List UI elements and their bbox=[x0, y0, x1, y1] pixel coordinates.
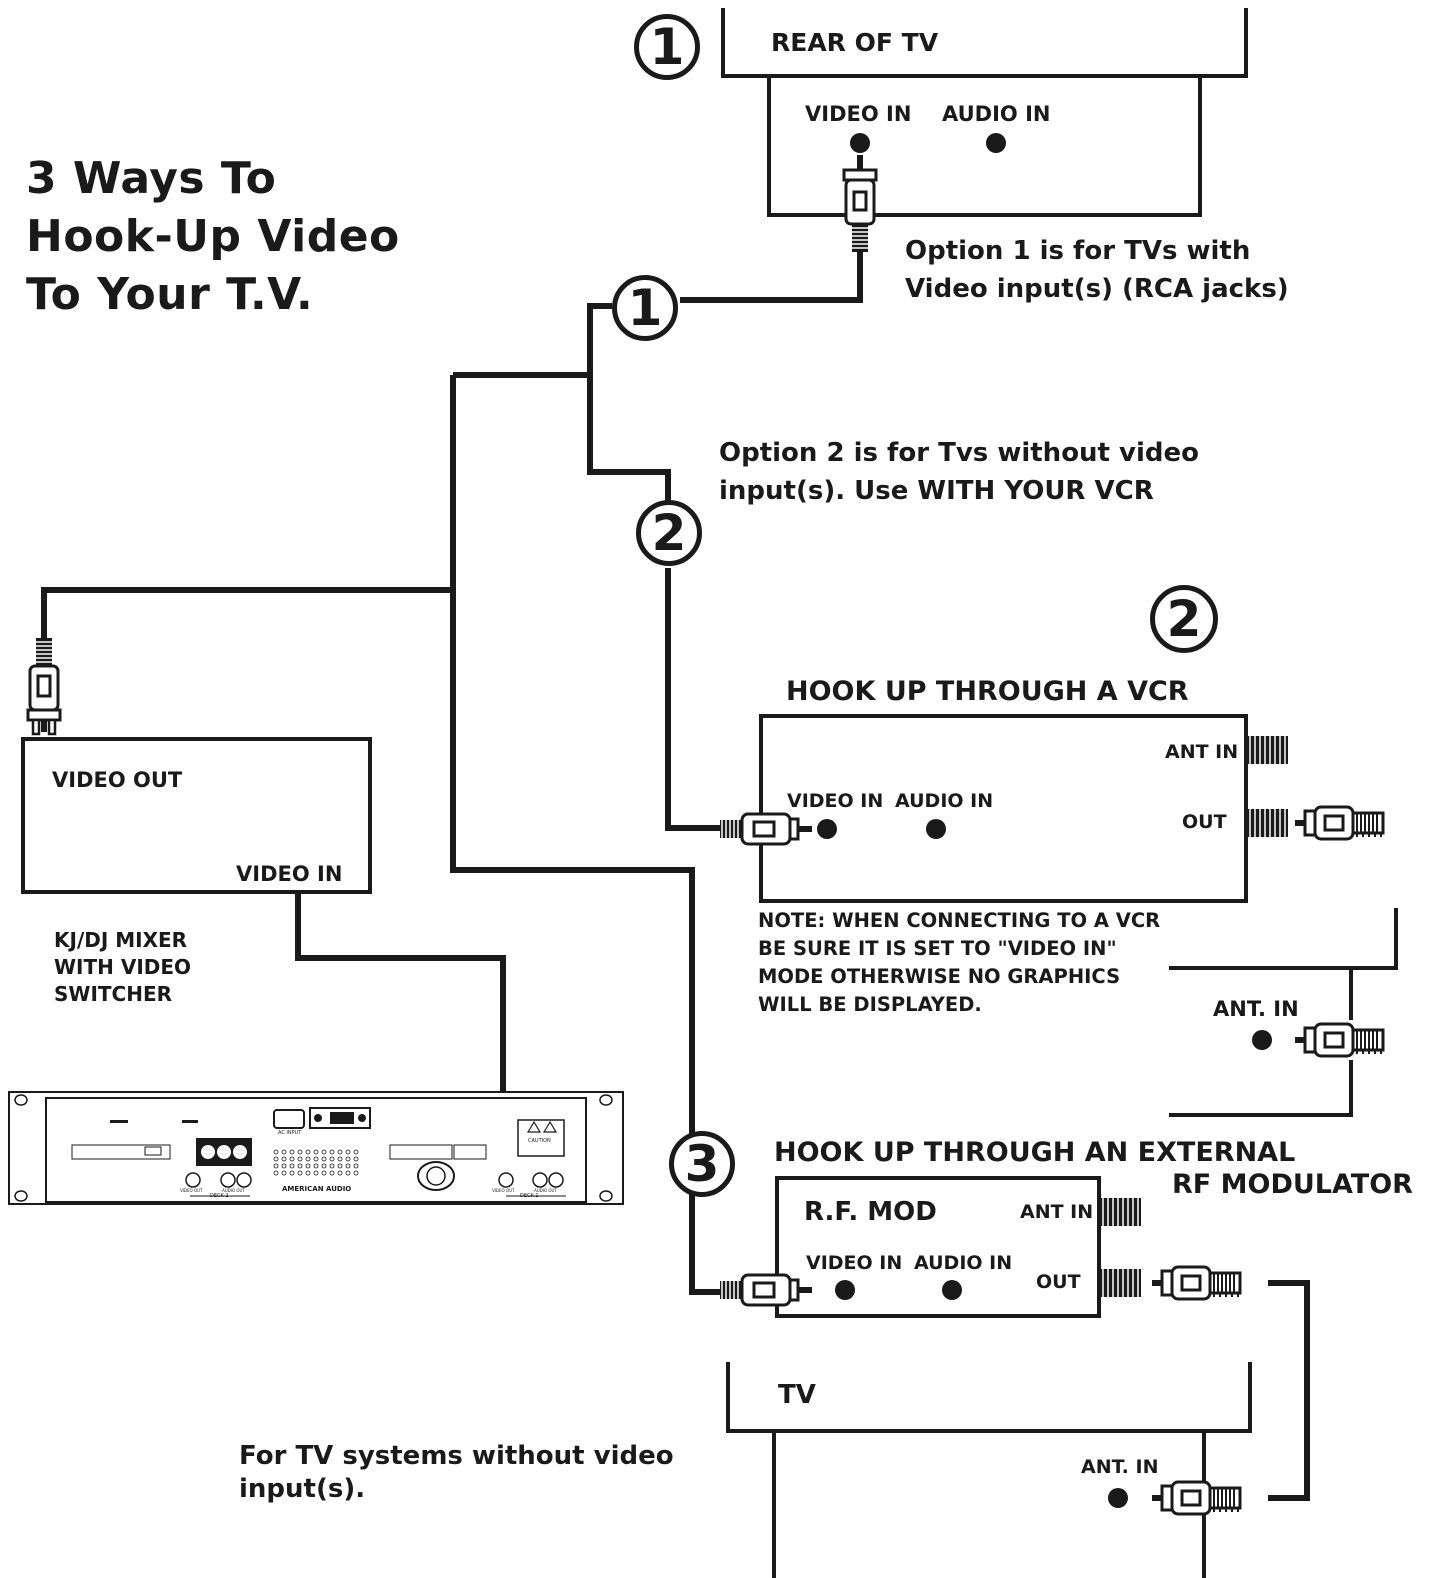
page-title-line-1: 3 Ways To bbox=[26, 153, 277, 204]
vent-hole bbox=[337, 1149, 343, 1155]
vent-hole bbox=[329, 1156, 335, 1162]
vent-hole bbox=[289, 1156, 295, 1162]
vcr-note-line-1: NOTE: WHEN CONNECTING TO A VCR bbox=[758, 909, 1161, 932]
mixer-label-line-2: WITH VIDEO bbox=[54, 955, 192, 979]
vent-hole bbox=[313, 1156, 319, 1162]
rf-heading-line-2: RF MODULATOR bbox=[1172, 1169, 1413, 1200]
panel-video-out-deck2: VIDEO OUT bbox=[180, 1188, 203, 1193]
option-1-desc-line-2: Video input(s) (RCA jacks) bbox=[905, 274, 1289, 304]
page-title-line-3: To Your T.V. bbox=[26, 269, 314, 320]
vcr-note-line-3: MODE OTHERWISE NO GRAPHICS bbox=[758, 965, 1121, 988]
panel-audio-out-deck2: AUDIO OUT bbox=[222, 1188, 245, 1193]
tv2-ant-in-label: ANT. IN bbox=[1213, 997, 1299, 1021]
vent-hole bbox=[321, 1163, 327, 1169]
option-2-marker-cable: 2 bbox=[636, 500, 702, 566]
option-3-desc-line-2: input(s). bbox=[239, 1474, 366, 1504]
tv-video-in-label: VIDEO IN bbox=[805, 102, 912, 126]
option-2-marker-section: 2 bbox=[1150, 585, 1218, 653]
vent-hole bbox=[345, 1156, 351, 1162]
rf-mod-title: R.F. MOD bbox=[804, 1197, 937, 1227]
option-2-desc-line-1: Option 2 is for Tvs without video bbox=[719, 438, 1200, 468]
vent-hole bbox=[313, 1170, 319, 1176]
vent-hole bbox=[297, 1170, 303, 1176]
vent-hole bbox=[281, 1163, 287, 1169]
page-title-line-2: Hook-Up Video bbox=[26, 211, 400, 262]
tv3-title: TV bbox=[778, 1380, 816, 1410]
vent-hole bbox=[289, 1149, 295, 1155]
option-3-desc-line-1: For TV systems without video bbox=[239, 1441, 674, 1471]
vent-hole bbox=[305, 1149, 311, 1155]
vent-hole bbox=[321, 1156, 327, 1162]
vent-hole bbox=[281, 1156, 287, 1162]
vent-hole bbox=[313, 1163, 319, 1169]
vent-hole bbox=[353, 1149, 359, 1155]
vent-hole bbox=[353, 1156, 359, 1162]
option-1-marker-top: 1 bbox=[634, 14, 700, 80]
vent-hole bbox=[345, 1170, 351, 1176]
vent-hole bbox=[329, 1163, 335, 1169]
vent-hole bbox=[313, 1149, 319, 1155]
vent-hole bbox=[297, 1163, 303, 1169]
rear-of-tv-title: REAR OF TV bbox=[771, 28, 939, 57]
vent-hole bbox=[289, 1163, 295, 1169]
vcr-audio-in-label: AUDIO IN bbox=[895, 790, 994, 812]
rf-audio-in-label: AUDIO IN bbox=[914, 1252, 1013, 1274]
vcr-ant-in-label: ANT IN bbox=[1165, 741, 1239, 763]
vent-hole bbox=[289, 1170, 295, 1176]
vent-hole bbox=[273, 1170, 279, 1176]
rf-ant-in-label: ANT IN bbox=[1020, 1201, 1094, 1223]
vcr-note-line-4: WILL BE DISPLAYED. bbox=[758, 993, 982, 1016]
vcr-heading: HOOK UP THROUGH A VCR bbox=[786, 676, 1189, 707]
vent-hole bbox=[337, 1156, 343, 1162]
tv3-ant-in-label: ANT. IN bbox=[1081, 1456, 1159, 1478]
vent-hole bbox=[305, 1163, 311, 1169]
vent-hole bbox=[305, 1156, 311, 1162]
panel-brand: AMERICAN AUDIO bbox=[282, 1185, 352, 1193]
panel-ac-input: AC INPUT bbox=[278, 1130, 302, 1136]
vent-hole bbox=[305, 1170, 311, 1176]
vent-hole bbox=[281, 1149, 287, 1155]
vent-hole bbox=[297, 1156, 303, 1162]
mixer-video-out-label: VIDEO OUT bbox=[52, 768, 183, 792]
vent-hole bbox=[337, 1170, 343, 1176]
tv-audio-in-label: AUDIO IN bbox=[942, 102, 1051, 126]
panel-deck-2: DECK 2 bbox=[210, 1193, 229, 1199]
vent-hole bbox=[273, 1149, 279, 1155]
vcr-video-in-label: VIDEO IN bbox=[787, 790, 884, 812]
vent-hole bbox=[353, 1170, 359, 1176]
vent-hole bbox=[273, 1156, 279, 1162]
vent-hole bbox=[297, 1149, 303, 1155]
panel-audio-out-deck1: AUDIO OUT bbox=[534, 1188, 557, 1193]
mixer-label-line-1: KJ/DJ MIXER bbox=[54, 928, 188, 952]
vent-hole bbox=[345, 1149, 351, 1155]
mixer-label-line-3: SWITCHER bbox=[54, 982, 173, 1006]
option-2-desc-line-2: input(s). Use WITH YOUR VCR bbox=[719, 476, 1154, 506]
panel-caution: CAUTION bbox=[528, 1138, 551, 1144]
rf-out-label: OUT bbox=[1036, 1271, 1081, 1293]
mixer-video-in-label: VIDEO IN bbox=[236, 862, 343, 886]
vent-hole bbox=[345, 1163, 351, 1169]
option-1-desc-line-1: Option 1 is for TVs with bbox=[905, 236, 1251, 266]
rf-video-in-label: VIDEO IN bbox=[806, 1252, 903, 1274]
vent-hole bbox=[321, 1170, 327, 1176]
vent-hole bbox=[321, 1149, 327, 1155]
vent-hole bbox=[281, 1170, 287, 1176]
vcr-note-line-2: BE SURE IT IS SET TO "VIDEO IN" bbox=[758, 937, 1117, 960]
vcr-out-label: OUT bbox=[1182, 811, 1227, 833]
rf-heading-line-1: HOOK UP THROUGH AN EXTERNAL bbox=[774, 1137, 1296, 1168]
panel-video-out-deck1: VIDEO OUT bbox=[492, 1188, 515, 1193]
vent-hole bbox=[329, 1149, 335, 1155]
vent-hole bbox=[273, 1163, 279, 1169]
vent-hole bbox=[337, 1163, 343, 1169]
panel-deck-1: DECK 1 bbox=[520, 1193, 539, 1199]
vent-hole bbox=[329, 1170, 335, 1176]
option-1-marker-cable: 1 bbox=[612, 275, 678, 341]
option-3-marker: 3 bbox=[669, 1131, 735, 1197]
vent-hole bbox=[353, 1163, 359, 1169]
